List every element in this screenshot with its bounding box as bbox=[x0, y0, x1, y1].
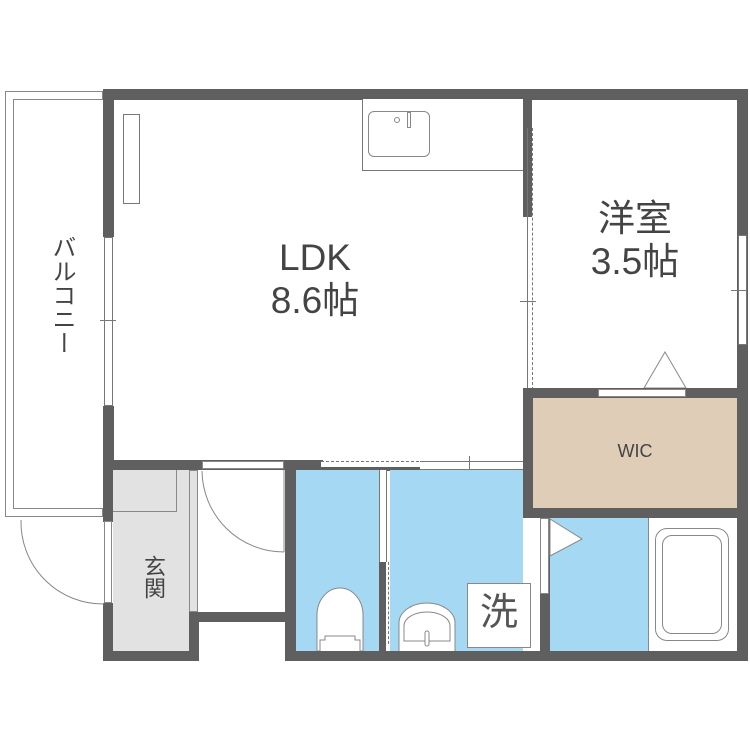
bottom-wall bbox=[285, 651, 748, 661]
sliding-door bbox=[527, 128, 533, 390]
window-mullion bbox=[731, 290, 747, 291]
wic-label: WIC bbox=[617, 441, 653, 461]
toilet-right-wall bbox=[379, 562, 386, 652]
bath-door-swing bbox=[549, 518, 583, 557]
bath-sliding-door bbox=[420, 461, 523, 470]
wic-wall-left bbox=[523, 388, 533, 518]
washing-machine bbox=[467, 583, 531, 648]
left-wall-lower bbox=[103, 406, 114, 464]
entrance-left-wall bbox=[103, 460, 113, 522]
ldk-size: 8.6帖 bbox=[270, 280, 360, 321]
toilet-door bbox=[379, 470, 387, 562]
wic-area bbox=[533, 398, 737, 508]
toilet-left-wall bbox=[285, 460, 296, 661]
wic-wall-bottom bbox=[523, 508, 748, 518]
balcony-window bbox=[104, 237, 113, 406]
closet-bottom-wall bbox=[189, 612, 286, 622]
entrance-left-wall-lower bbox=[103, 603, 113, 660]
entrance-bottom-wall bbox=[103, 651, 199, 661]
faucet-icon bbox=[394, 117, 400, 123]
entrance-label: 玄関 bbox=[141, 555, 166, 599]
washbasin-icon bbox=[398, 602, 456, 653]
shoe-cabinet bbox=[113, 470, 177, 512]
dashed-door bbox=[321, 461, 419, 467]
left-wall-upper bbox=[103, 89, 114, 237]
balcony-label: バルコニー bbox=[48, 235, 75, 355]
toilet-icon bbox=[316, 587, 364, 652]
ldk-name: LDK bbox=[279, 237, 351, 278]
front-door bbox=[104, 521, 112, 603]
wic-door bbox=[598, 389, 686, 397]
door-swing-icon bbox=[643, 351, 687, 389]
entry-door-top bbox=[202, 461, 284, 469]
sink-icon bbox=[368, 111, 430, 157]
top-wall bbox=[103, 89, 748, 100]
bath-door bbox=[540, 518, 549, 594]
closet-door-swing bbox=[201, 470, 285, 553]
fridge-space bbox=[123, 114, 140, 204]
right-wall bbox=[737, 89, 748, 655]
western-room-name: 洋室 bbox=[598, 198, 672, 239]
entrance-right-wall bbox=[189, 612, 199, 661]
kitchen-counter bbox=[362, 99, 524, 171]
western-room-size: 3.5帖 bbox=[590, 241, 680, 282]
bathtub-icon bbox=[655, 528, 729, 641]
door-mullion bbox=[469, 456, 470, 472]
step-edge bbox=[189, 470, 198, 612]
door-mullion bbox=[520, 301, 536, 302]
mid-wall-seg bbox=[318, 467, 420, 471]
toilet-door-dashed bbox=[386, 562, 389, 644]
front-door-swing bbox=[20, 519, 105, 605]
faucet-handle bbox=[407, 112, 411, 128]
window-mullion bbox=[100, 320, 116, 321]
balcony-inner bbox=[13, 99, 103, 509]
washing-machine-label: 洗 bbox=[479, 592, 518, 634]
bathtub-inner bbox=[662, 535, 722, 634]
